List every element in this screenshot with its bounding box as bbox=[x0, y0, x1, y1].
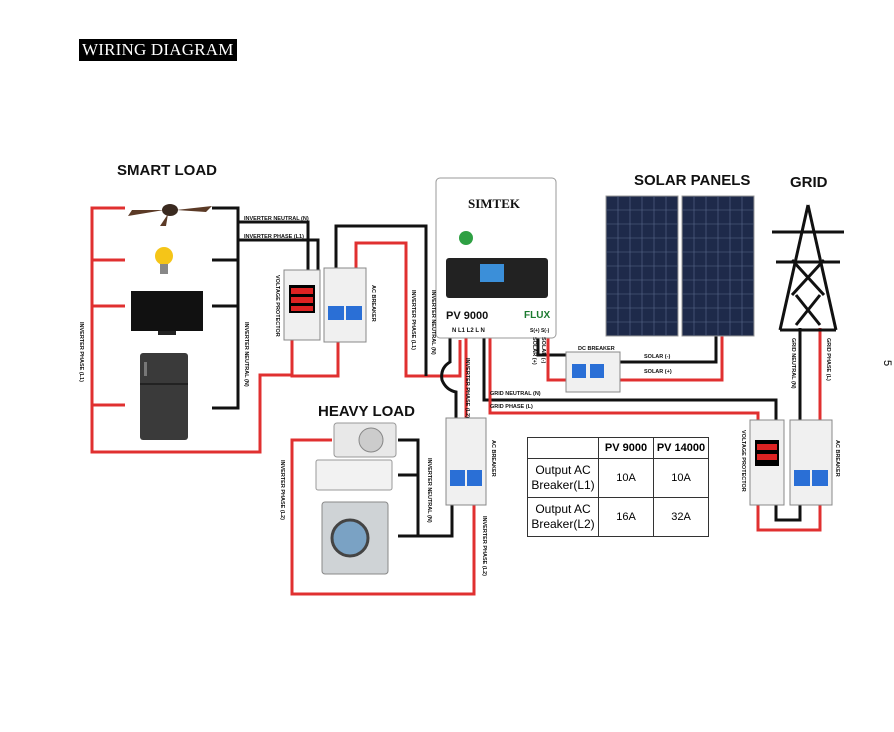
label-ac-breaker-grid: AC BREAKER bbox=[834, 440, 840, 477]
inverter-solar-terminals: S(+) S(-) bbox=[530, 328, 550, 334]
ac-breaker-heavy bbox=[445, 417, 487, 506]
washing-machine-icon bbox=[321, 501, 389, 575]
table-header-cell: PV 14000 bbox=[653, 437, 709, 459]
wire-label-inverter-phase-l1-right: INVERTER PHASE (L1) bbox=[410, 290, 416, 350]
grid-protector-loop-red bbox=[756, 505, 822, 532]
solar-neg-wire bbox=[536, 336, 718, 364]
ac-breaker-smart bbox=[323, 267, 367, 343]
wire-label-solar-pos: SOLAR (+) bbox=[644, 369, 672, 375]
table-cell: 16A bbox=[598, 497, 654, 537]
table-header-row: PV 9000 PV 14000 bbox=[527, 437, 709, 459]
refrigerator-icon bbox=[140, 353, 188, 440]
television-icon bbox=[131, 291, 203, 335]
table-cell: 10A bbox=[598, 458, 654, 498]
table-row-label: Output AC Breaker(L2) bbox=[527, 497, 599, 537]
inverter-model: PV 9000 bbox=[446, 310, 489, 322]
ceiling-fan-icon bbox=[128, 204, 212, 226]
wire-label-inverter-neutral-vertical: INVERTER NEUTRAL (N) bbox=[243, 322, 249, 387]
label-ac-breaker-smart: AC BREAKER bbox=[370, 285, 376, 322]
label-voltage-protector-smart: VOLTAGE PROTECTOR bbox=[274, 275, 280, 337]
wire-label-inverter-phase-l1: INVERTER PHASE (L1) bbox=[244, 234, 304, 240]
voltage-protector-smart bbox=[283, 269, 321, 341]
wire-label-grid-phase-vertical: GRID PHASE (L) bbox=[825, 338, 831, 381]
wire-label-inverter-neutral: INVERTER NEUTRAL (N) bbox=[244, 216, 309, 222]
heavy-load-neutral-wire bbox=[398, 438, 454, 538]
grid-heading: GRID bbox=[790, 174, 828, 191]
wire-label-grid-phase: GRID PHASE (L) bbox=[490, 404, 533, 410]
ac-breaker-grid bbox=[789, 419, 833, 506]
air-conditioner-icon bbox=[315, 422, 397, 491]
label-ac-breaker-heavy: AC BREAKER bbox=[490, 440, 496, 477]
wire-label-inverter-neutral-right: INVERTER NEUTRAL (N) bbox=[430, 290, 436, 355]
label-voltage-protector-grid: VOLTAGE PROTECTOR bbox=[740, 430, 746, 492]
page-title: WIRING DIAGRAM bbox=[79, 39, 237, 61]
grid-protector-loop-black bbox=[774, 505, 802, 522]
solar-pos-wire bbox=[546, 336, 724, 382]
dc-breaker bbox=[565, 351, 621, 393]
inverter-sub-brand: FLUX bbox=[524, 310, 551, 321]
solar-grid-lines bbox=[606, 196, 754, 336]
smart-load-neutral-wire bbox=[212, 206, 240, 410]
inverter-unit bbox=[435, 177, 557, 339]
wire-label-inverter-phase-l2-right: INVERTER PHASE (L2) bbox=[481, 516, 487, 576]
table-cell: 32A bbox=[653, 497, 709, 537]
wire-label-inverter-neutral-heavy: INVERTER NEUTRAL (N) bbox=[426, 458, 432, 523]
wire-label-grid-neutral: GRID NEUTRAL (N) bbox=[490, 391, 541, 397]
wire-label-solar-neg: SOLAR (-) bbox=[644, 354, 671, 360]
label-dc-breaker: DC BREAKER bbox=[578, 346, 615, 352]
transmission-tower-icon bbox=[772, 204, 844, 332]
table-header-cell bbox=[527, 437, 599, 459]
table-row: Output AC Breaker(L1) 10A 10A bbox=[527, 458, 709, 498]
inverter-neutral-to-load bbox=[238, 220, 310, 270]
table-row: Output AC Breaker(L2) 16A 32A bbox=[527, 497, 709, 537]
breaker-to-inverter-black bbox=[334, 224, 428, 346]
smart-load-phase-branch bbox=[92, 258, 125, 407]
table-header-cell: PV 9000 bbox=[598, 437, 654, 459]
table-cell: 10A bbox=[653, 458, 709, 498]
wire-label-inverter-phase-l2-top: INVERTER PHASE (L2) bbox=[464, 358, 470, 418]
wire-label-solar-pos-vertical: SOLAR (+) bbox=[531, 337, 537, 365]
solar-panels-heading: SOLAR PANELS bbox=[634, 172, 751, 189]
breaker-to-inverter-red bbox=[354, 241, 462, 378]
page-number: 5 bbox=[881, 359, 894, 367]
protector-to-breaker-red bbox=[290, 340, 340, 378]
heavy-load-heading: HEAVY LOAD bbox=[318, 403, 415, 420]
wires bbox=[90, 206, 822, 596]
heavy-load-phase-wire bbox=[290, 438, 476, 596]
wire-label-inverter-phase-l1-vertical: INVERTER PHASE (L1) bbox=[78, 322, 84, 382]
wire-label-solar-neg-vertical: SOLAR (-) bbox=[540, 337, 546, 364]
light-bulb-icon bbox=[155, 247, 173, 274]
table-row-label: Output AC Breaker(L1) bbox=[527, 458, 599, 498]
inverter-terminals: N L1 L2 L N bbox=[452, 328, 485, 334]
voltage-protector-grid bbox=[749, 419, 785, 506]
smart-load-heading: SMART LOAD bbox=[117, 162, 217, 179]
breaker-table: PV 9000 PV 14000 Output AC Breaker(L1) 1… bbox=[527, 437, 709, 537]
inverter-phase-l1-top bbox=[238, 238, 320, 270]
wire-label-inverter-phase-l2-left: INVERTER PHASE (L2) bbox=[279, 460, 285, 520]
inverter-l1-neutral bbox=[424, 338, 458, 418]
wire-label-grid-neutral-vertical: GRID NEUTRAL (N) bbox=[790, 338, 796, 389]
grid-phase-wire bbox=[488, 338, 760, 420]
grid-neutral-wire bbox=[482, 338, 778, 420]
inverter-brand: SIMTEK bbox=[468, 196, 521, 211]
